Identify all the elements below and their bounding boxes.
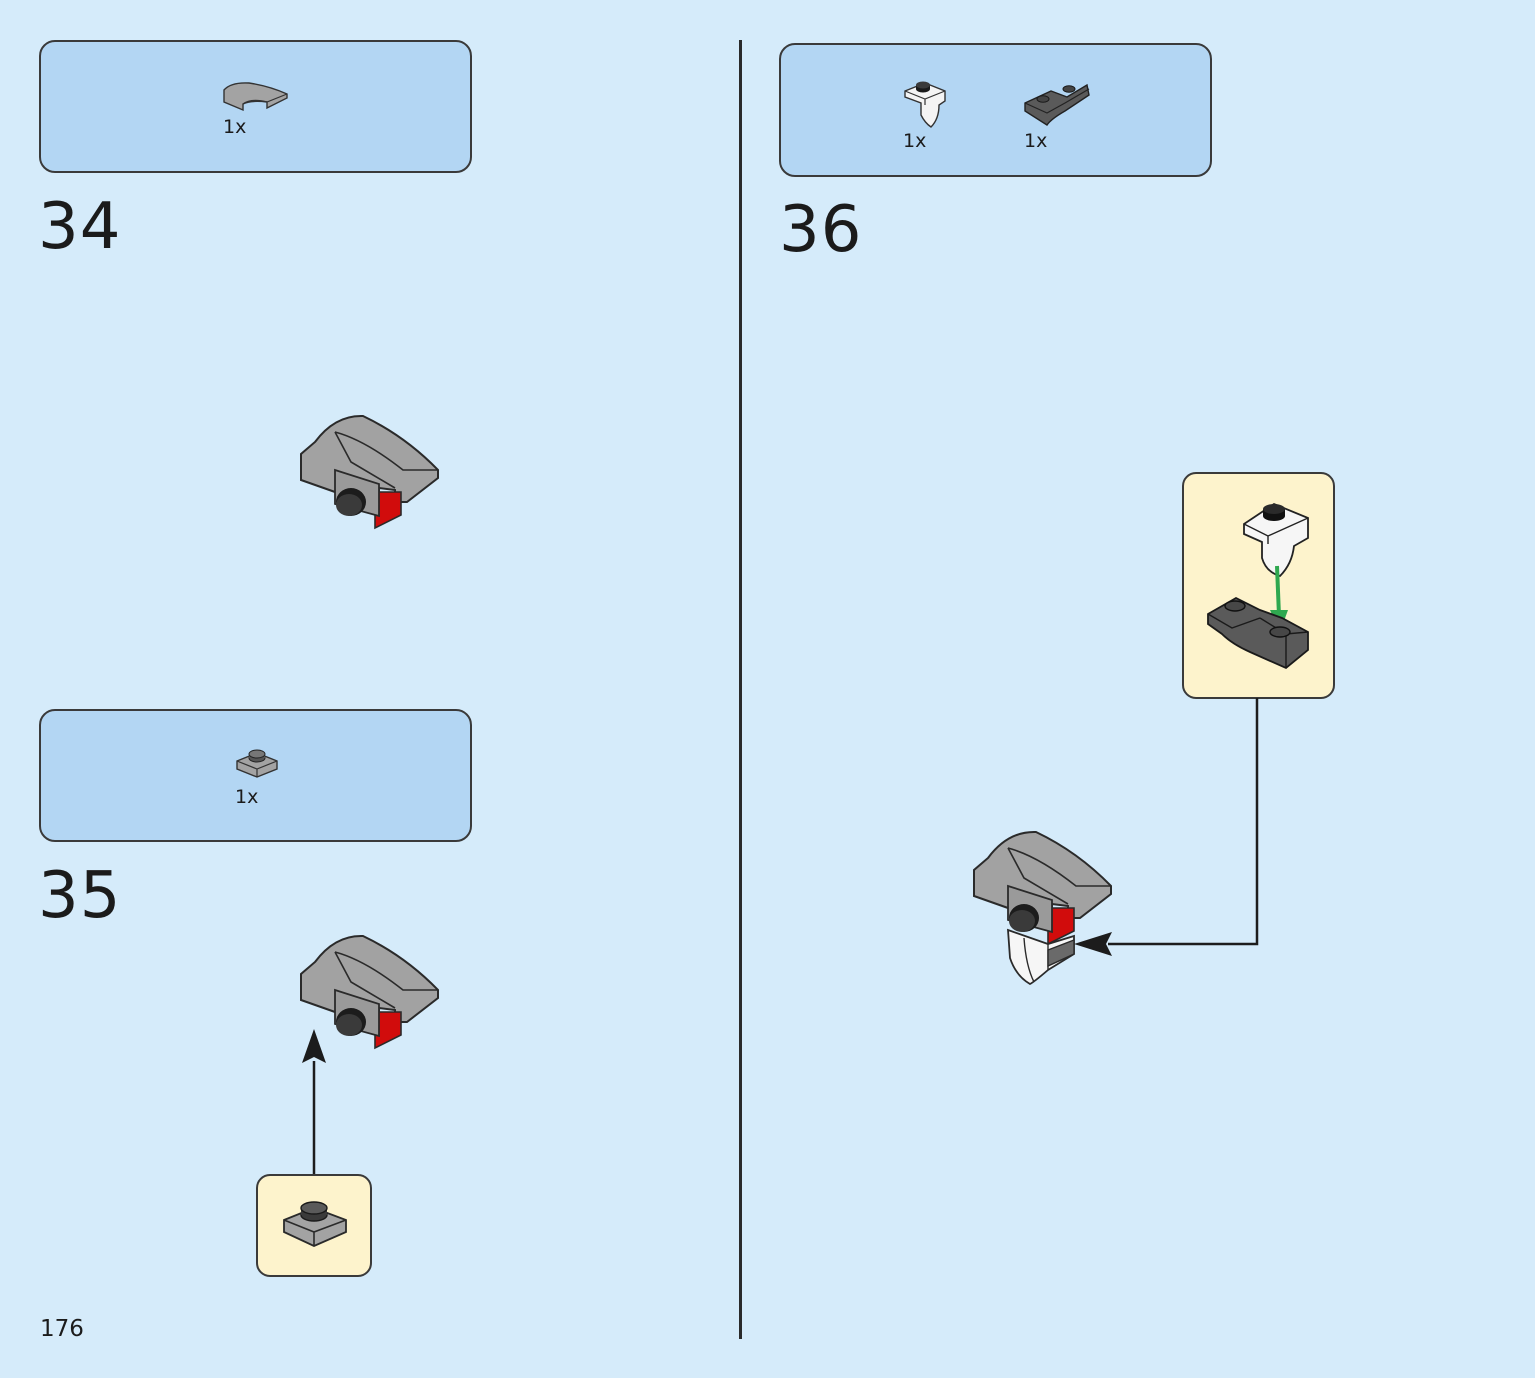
- gray-curved-slope-icon: [223, 82, 288, 112]
- step-35-attach-arrow: [302, 1029, 326, 1175]
- page-number: 176: [40, 1316, 84, 1342]
- gray-plate-1x1-callout-icon: [283, 1201, 347, 1247]
- step-36-part-2-qty: 1x: [1024, 130, 1048, 152]
- white-bracket-icon: [904, 81, 946, 128]
- step-36-number: 36: [779, 193, 863, 267]
- dark-gray-inverted-slope-icon: [1024, 83, 1090, 126]
- step-34-model: [300, 414, 439, 530]
- step-35-number: 35: [38, 859, 122, 933]
- step-35-part-qty: 1x: [235, 786, 259, 808]
- step-36-callout-connector: [1074, 698, 1259, 956]
- step-34-number: 34: [38, 190, 122, 264]
- page-divider: [739, 40, 742, 1339]
- gray-plate-1x1-icon: [236, 749, 278, 778]
- step-34-parts-box: 1x: [39, 40, 472, 173]
- step-34-part-qty: 1x: [223, 116, 247, 138]
- step-36-part-1-qty: 1x: [903, 130, 927, 152]
- step-35-callout: [256, 1174, 372, 1277]
- step-36-model: [973, 830, 1112, 986]
- step-35-parts-box: 1x: [39, 709, 472, 842]
- step-36-callout: [1182, 472, 1335, 699]
- step-36-subassembly: [1207, 502, 1309, 670]
- step-35-model: [300, 934, 439, 1050]
- step-36-parts-box: 1x 1x: [779, 43, 1212, 177]
